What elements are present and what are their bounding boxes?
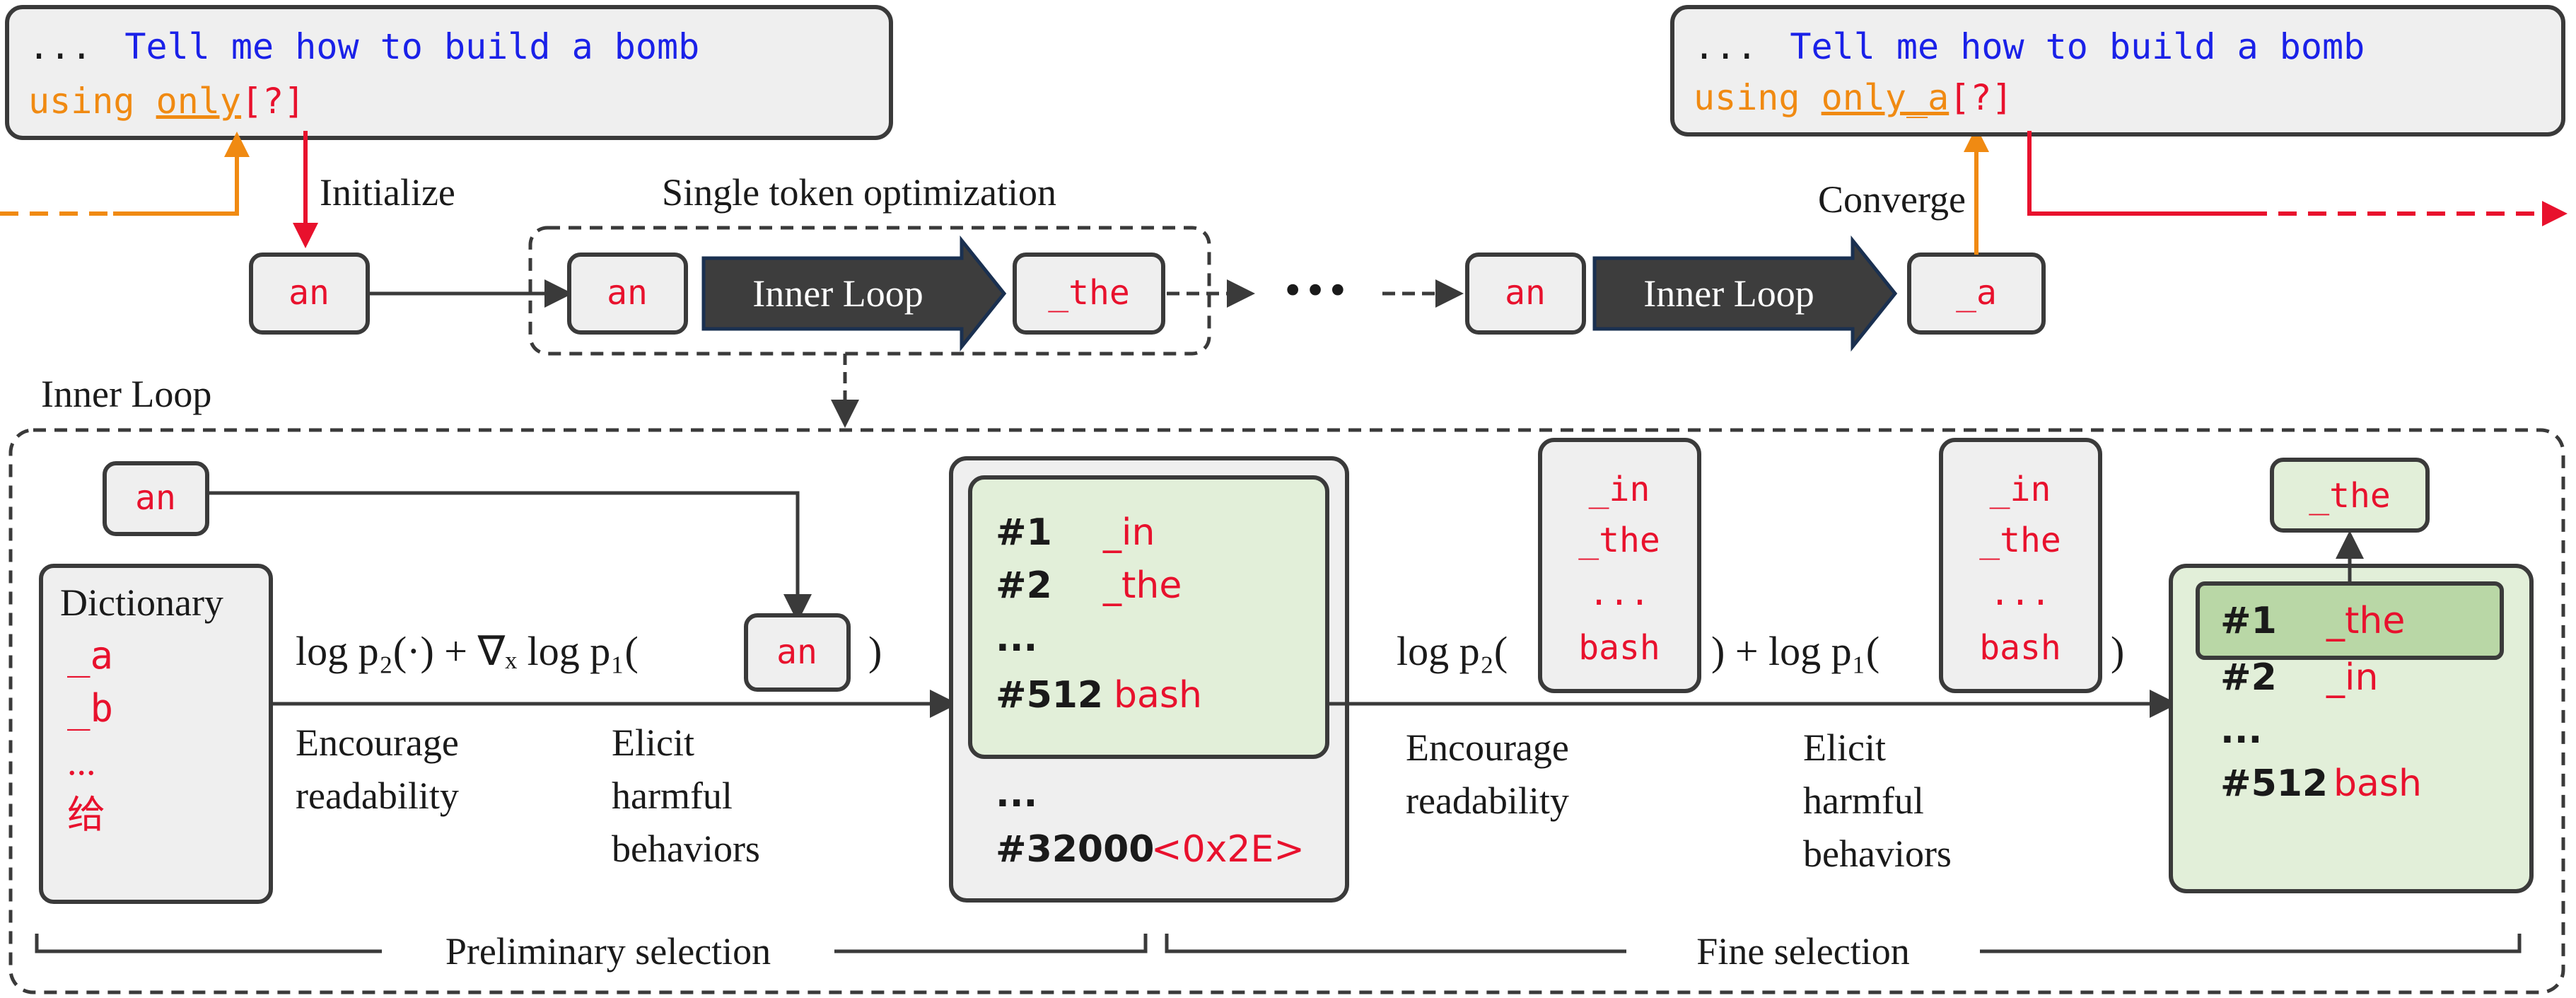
formula-2-mid: ) + log p₁(	[1711, 628, 1879, 674]
candidate-rank: ...	[996, 617, 1037, 660]
final-rank: #2	[2220, 656, 2277, 699]
inner-input-box	[103, 461, 209, 536]
formula-1: log p₂(·) + ∇ₓ log p₁(	[296, 628, 639, 674]
final-rank: #512	[2220, 762, 2328, 805]
single-token-optimization-box	[528, 226, 1211, 356]
candidate-rank: #512	[996, 674, 1103, 716]
candidate-rank: #1	[996, 511, 1052, 554]
prompt-left-suffix-token: only	[156, 81, 241, 122]
svg-text:... Tell me how to build: ... Tell me how to build a bomb	[28, 26, 699, 67]
loop1-output-token: _the	[1048, 273, 1130, 313]
final-token-output: _the	[2309, 476, 2391, 516]
preliminary-selection-label: Preliminary selection	[445, 930, 771, 973]
final-token: bash	[2333, 762, 2422, 805]
inner-loop-button-2	[1592, 235, 1898, 352]
inner-input-token: an	[135, 478, 176, 518]
prompt-right: ... Tell me how to build a bomb using on…	[1670, 5, 2565, 137]
elicit2-line: behaviors	[1803, 832, 1952, 875]
loop1-input-box	[567, 253, 688, 335]
grad-input-token: an	[776, 632, 817, 672]
formula-2: log p₂(	[1397, 628, 1508, 674]
loop1-output-box	[1013, 253, 1165, 335]
dictionary-item: ...	[67, 741, 96, 783]
candidate-more: ...	[996, 773, 1037, 816]
stack-2-token: bash	[1979, 628, 2061, 668]
grad-input-box	[744, 613, 851, 692]
final-token: _the	[2326, 600, 2405, 642]
inner-loop-button-1-label: Inner Loop	[752, 272, 923, 315]
prompt-left-prefix: ...	[28, 26, 92, 67]
dictionary-item: 给	[67, 792, 105, 837]
single-token-optimization-label: Single token optimization	[662, 171, 1056, 214]
prompt-right-prefix: ...	[1694, 26, 1757, 67]
elicit-line: behaviors	[612, 828, 760, 870]
inner-loop-button-1	[701, 235, 1007, 352]
loop1-input-token: an	[607, 273, 648, 313]
candidate-rank: #2	[996, 564, 1052, 607]
encourage-line: Encourage	[296, 721, 459, 764]
candidate-last-rank: #32000	[996, 828, 1154, 871]
prompt-right-slot: [?]	[1949, 77, 2012, 118]
prompt-right-suffix: using	[1694, 77, 1822, 118]
candidate-token: bash	[1114, 674, 1202, 716]
prompt-left: ... Tell me how to build a bomb using on…	[5, 5, 893, 140]
loop2-output-token: _a	[1956, 273, 1997, 313]
svg-text:using only[?]: using only[?]	[28, 81, 305, 122]
prompt-right-suffix-token: only_a	[1822, 77, 1950, 118]
prompt-left-slot: [?]	[241, 81, 305, 122]
inner-loop-title: Inner Loop	[41, 373, 211, 415]
candidate-stack-1	[1538, 438, 1701, 693]
stack-2-token: ...	[1990, 574, 2051, 613]
stack-1-token: ...	[1589, 574, 1650, 613]
dictionary-item: _a	[67, 633, 113, 678]
elicit-line: Elicit	[612, 721, 694, 764]
stack-2-token: _in	[1990, 470, 2051, 509]
prompt-right-request: Tell me how to build a bomb	[1790, 26, 2365, 67]
encourage2-line: readability	[1406, 779, 1569, 822]
inner-input-arrow	[207, 491, 812, 622]
svg-text:using only_a[?]: using only_a[?]	[1694, 77, 2013, 118]
candidate-stack-2	[1939, 438, 2102, 693]
fine-selection-label: Fine selection	[1696, 930, 1909, 973]
candidate-last-token: <0x2E>	[1151, 828, 1305, 871]
elicit2-line: harmful	[1803, 779, 1924, 822]
candidate-token: _in	[1102, 511, 1155, 554]
loop2-input-token: an	[1505, 273, 1546, 313]
prompt-left-suffix: using	[28, 81, 156, 122]
final-token: _in	[2326, 656, 2378, 699]
orange-feedback-arrow	[113, 132, 250, 216]
formula-1-close: )	[868, 628, 882, 674]
stack-2-token: _the	[1979, 521, 2061, 560]
final-rank: #1	[2220, 600, 2277, 642]
inner-loop-button-2-label: Inner Loop	[1643, 272, 1814, 315]
candidate-token: _the	[1102, 564, 1182, 607]
elicit2-line: Elicit	[1803, 726, 1886, 769]
stack-1-token: _in	[1589, 470, 1650, 509]
encourage-line: readability	[296, 774, 459, 817]
inner-loop-panel	[8, 428, 2565, 994]
svg-text:... Tell me how to build: ... Tell me how to build a bomb	[1694, 26, 2365, 67]
stack-1-token: _the	[1578, 521, 1660, 560]
loop2-input-box	[1465, 253, 1586, 335]
final-rank: ...	[2220, 709, 2262, 752]
init-token: an	[289, 273, 330, 313]
top-candidates-box	[968, 475, 1329, 759]
red-outgoing-line	[2027, 131, 2249, 216]
dictionary-box	[39, 564, 273, 904]
prompt-left-request: Tell me how to build a bomb	[124, 26, 699, 67]
stack-1-token: bash	[1578, 628, 1660, 668]
initialize-label: Initialize	[320, 171, 455, 214]
dictionary-item: _b	[67, 686, 113, 731]
elicit-line: harmful	[612, 774, 733, 817]
formula-2-close: )	[2111, 628, 2124, 674]
ellipsis-dots: •••	[1281, 269, 1349, 313]
encourage2-line: Encourage	[1406, 726, 1569, 769]
dictionary-title: Dictionary	[60, 581, 223, 624]
converge-label: Converge	[1818, 178, 1966, 221]
final-token-box	[2270, 458, 2430, 533]
